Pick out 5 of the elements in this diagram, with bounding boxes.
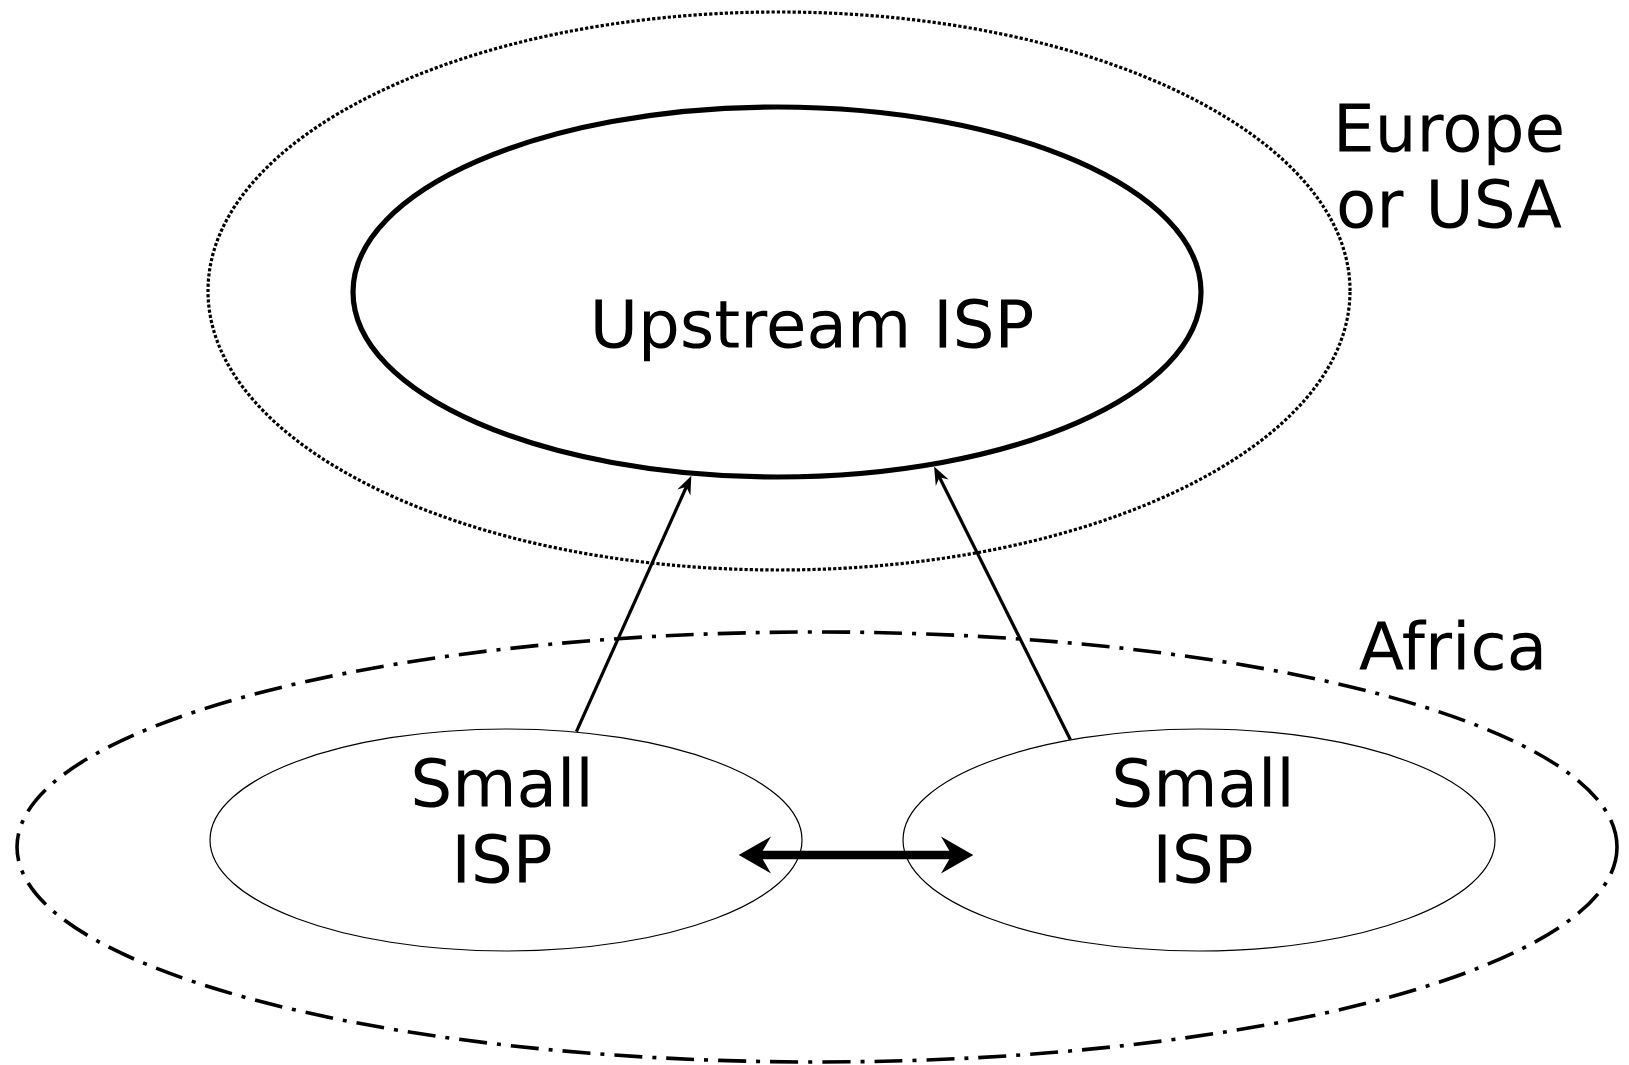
node-label: Small ISP <box>414 756 588 884</box>
region-label: Africa <box>1359 619 1542 671</box>
node-label: Small ISP <box>1115 756 1289 884</box>
node-label: Upstream ISP <box>595 298 1033 362</box>
region-label: Europe or USA <box>1339 103 1562 229</box>
